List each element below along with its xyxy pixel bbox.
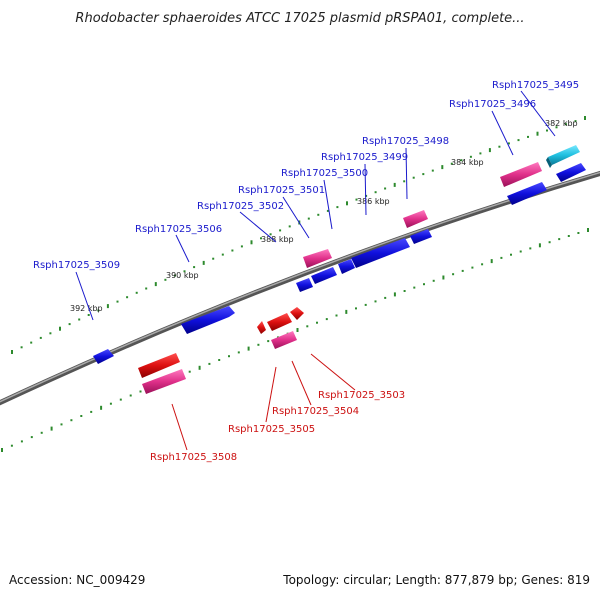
gene-3508[interactable]: [138, 353, 180, 378]
kbp-label-384: 384 kbp: [451, 158, 484, 167]
gene-label-3503[interactable]: Rsph17025_3503: [318, 390, 405, 401]
gene-label-3504[interactable]: Rsph17025_3504: [272, 406, 359, 417]
gene-3501[interactable]: [303, 249, 332, 268]
gene-label-3502[interactable]: Rsph17025_3502: [197, 201, 284, 212]
callout-line-3500: [323, 179, 333, 230]
callout-line-3495: [520, 90, 556, 137]
gene-label-3505[interactable]: Rsph17025_3505: [228, 424, 315, 435]
gene-label-3499[interactable]: Rsph17025_3499: [321, 152, 408, 163]
callout-line-3504: [291, 360, 312, 406]
gene-3498[interactable]: [403, 210, 428, 228]
callout-line-3508: [171, 403, 188, 451]
gene-3504[interactable]: [267, 313, 292, 331]
kbp-label-382: 382 kbp: [545, 119, 578, 128]
gene-3498-orf-b[interactable]: [410, 229, 432, 244]
gene-3496-orf-b[interactable]: [507, 182, 547, 205]
kbp-label-392: 392 kbp: [70, 304, 103, 313]
gene-3508-orf-b[interactable]: [142, 369, 186, 394]
gene-3502-orf-b[interactable]: [296, 278, 313, 292]
topology-summary: Topology: circular; Length: 877,879 bp; …: [283, 573, 590, 587]
callout-line-3502: [239, 211, 277, 243]
gene-label-3506[interactable]: Rsph17025_3506: [135, 224, 222, 235]
gene-label-3509[interactable]: Rsph17025_3509: [33, 260, 120, 271]
gene-3495-orf-b[interactable]: [556, 163, 586, 182]
callout-line-3498: [405, 147, 408, 200]
gene-label-3500[interactable]: Rsph17025_3500: [281, 168, 368, 179]
map-title: Rhodobacter sphaeroides ATCC 17025 plasm…: [75, 11, 524, 26]
gene-label-3501[interactable]: Rsph17025_3501: [238, 185, 325, 196]
gene-3502[interactable]: [311, 267, 337, 284]
kbp-label-386: 386 kbp: [357, 197, 390, 206]
callout-line-3501: [282, 196, 310, 239]
kbp-label-390: 390 kbp: [166, 271, 199, 280]
gene-3495[interactable]: [546, 145, 580, 168]
gene-label-3508[interactable]: Rsph17025_3508: [150, 452, 237, 463]
callout-line-3503: [310, 353, 356, 391]
kbp-label-388: 388 kbp: [261, 235, 294, 244]
callout-line-3496: [491, 110, 514, 156]
gene-label-3498[interactable]: Rsph17025_3498: [362, 136, 449, 147]
gene-3499[interactable]: [351, 238, 410, 268]
callout-line-3499: [364, 163, 367, 216]
callout-line-3505: [265, 366, 277, 423]
gene-label-3496[interactable]: Rsph17025_3496: [449, 99, 536, 110]
gene-3503[interactable]: [290, 307, 304, 320]
gene-3505[interactable]: [271, 331, 297, 349]
gene-3506[interactable]: [181, 306, 235, 334]
gene-3496[interactable]: [500, 162, 542, 187]
callout-line-3506: [175, 234, 190, 263]
gene-3504-orf-b[interactable]: [257, 321, 266, 334]
accession-text: Accession: NC_009429: [9, 573, 146, 587]
callout-line-3509: [75, 271, 94, 321]
gene-label-3495[interactable]: Rsph17025_3495: [492, 80, 579, 91]
gene-3509[interactable]: [93, 349, 114, 364]
gene-3500[interactable]: [338, 259, 355, 274]
